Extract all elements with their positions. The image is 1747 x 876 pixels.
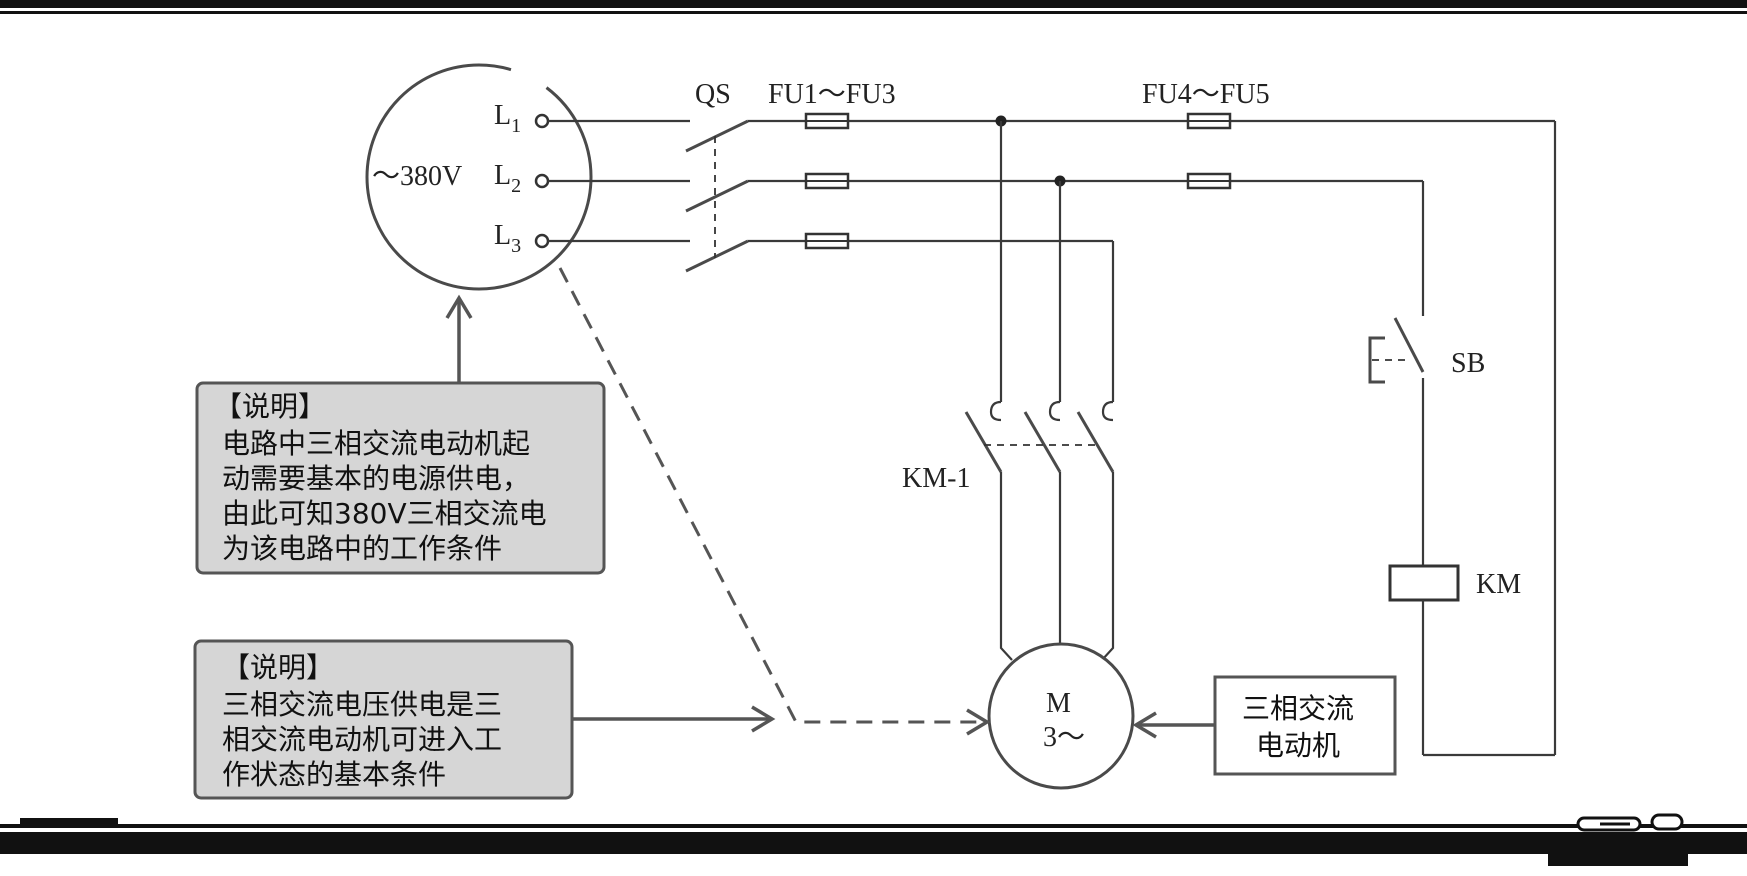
sb-label: SB <box>1451 348 1485 379</box>
fuse-fu4-fu5 <box>1186 112 1232 190</box>
qs-label: QS <box>695 79 731 110</box>
note-2-line-1: 三相交流电压供电是三 <box>222 688 502 721</box>
motor-label-phase: 3～ <box>1043 722 1085 753</box>
terminal-l1-label: L1 <box>494 100 521 137</box>
note-1-line-1: 电路中三相交流电动机起 <box>222 427 530 460</box>
bottom-right-tab <box>1548 850 1688 866</box>
km-main-contacts <box>964 400 1115 473</box>
terminal-l1 <box>534 113 550 129</box>
motor-symbol <box>987 642 1135 790</box>
note-box-1: 【说明】 电路中三相交流电动机起 动需要基本的电源供电， 由此可知380V三相交… <box>195 381 606 575</box>
note-1-line-3: 由此可知380V三相交流电 <box>222 497 547 530</box>
note-box-2: 【说明】 三相交流电压供电是三 相交流电动机可进入工 作状态的基本条件 <box>193 639 574 800</box>
note-2-line-2: 相交流电动机可进入工 <box>222 723 502 756</box>
km-1-label: KM-1 <box>902 463 970 494</box>
arrow-head-up <box>445 294 473 319</box>
note-2-line-3: 作状态的基本条件 <box>222 758 446 791</box>
note-1-line-2: 动需要基本的电源供电， <box>222 462 530 495</box>
bottom-right-ornament <box>1576 813 1684 832</box>
note-2-title: 【说明】 <box>222 651 334 684</box>
terminal-l3-label: L3 <box>494 220 521 257</box>
motor-label-m: M <box>1046 688 1071 719</box>
fuse-fu1-fu3 <box>804 112 850 250</box>
bottom-left-tab <box>20 818 118 824</box>
terminal-l2 <box>534 173 550 189</box>
fu4-fu5-label: FU4～FU5 <box>1142 79 1270 110</box>
km-coil <box>1388 564 1460 602</box>
note-1-title: 【说明】 <box>214 390 326 423</box>
top-border-line <box>0 11 1747 14</box>
dashed-link-source-motor <box>558 267 985 724</box>
note-1-line-4: 为该电路中的工作条件 <box>222 532 502 565</box>
top-border-bar <box>0 0 1747 8</box>
sb-pushbutton <box>1368 317 1425 384</box>
motor-label-box: 三相交流 电动机 <box>1213 675 1397 776</box>
bottom-border-line <box>0 824 1747 828</box>
qs-switch <box>685 119 749 273</box>
motor-box-line-2: 电动机 <box>1256 729 1340 762</box>
fu1-fu3-label: FU1～FU3 <box>768 79 896 110</box>
terminal-l2-label: L2 <box>494 160 521 197</box>
bottom-border-bar <box>0 832 1747 854</box>
power-source-circle <box>365 63 593 291</box>
terminal-l3 <box>534 233 550 249</box>
km-coil-label: KM <box>1476 569 1521 600</box>
source-voltage-label: ～380V <box>372 161 462 192</box>
motor-box-line-1: 三相交流 <box>1242 692 1354 725</box>
